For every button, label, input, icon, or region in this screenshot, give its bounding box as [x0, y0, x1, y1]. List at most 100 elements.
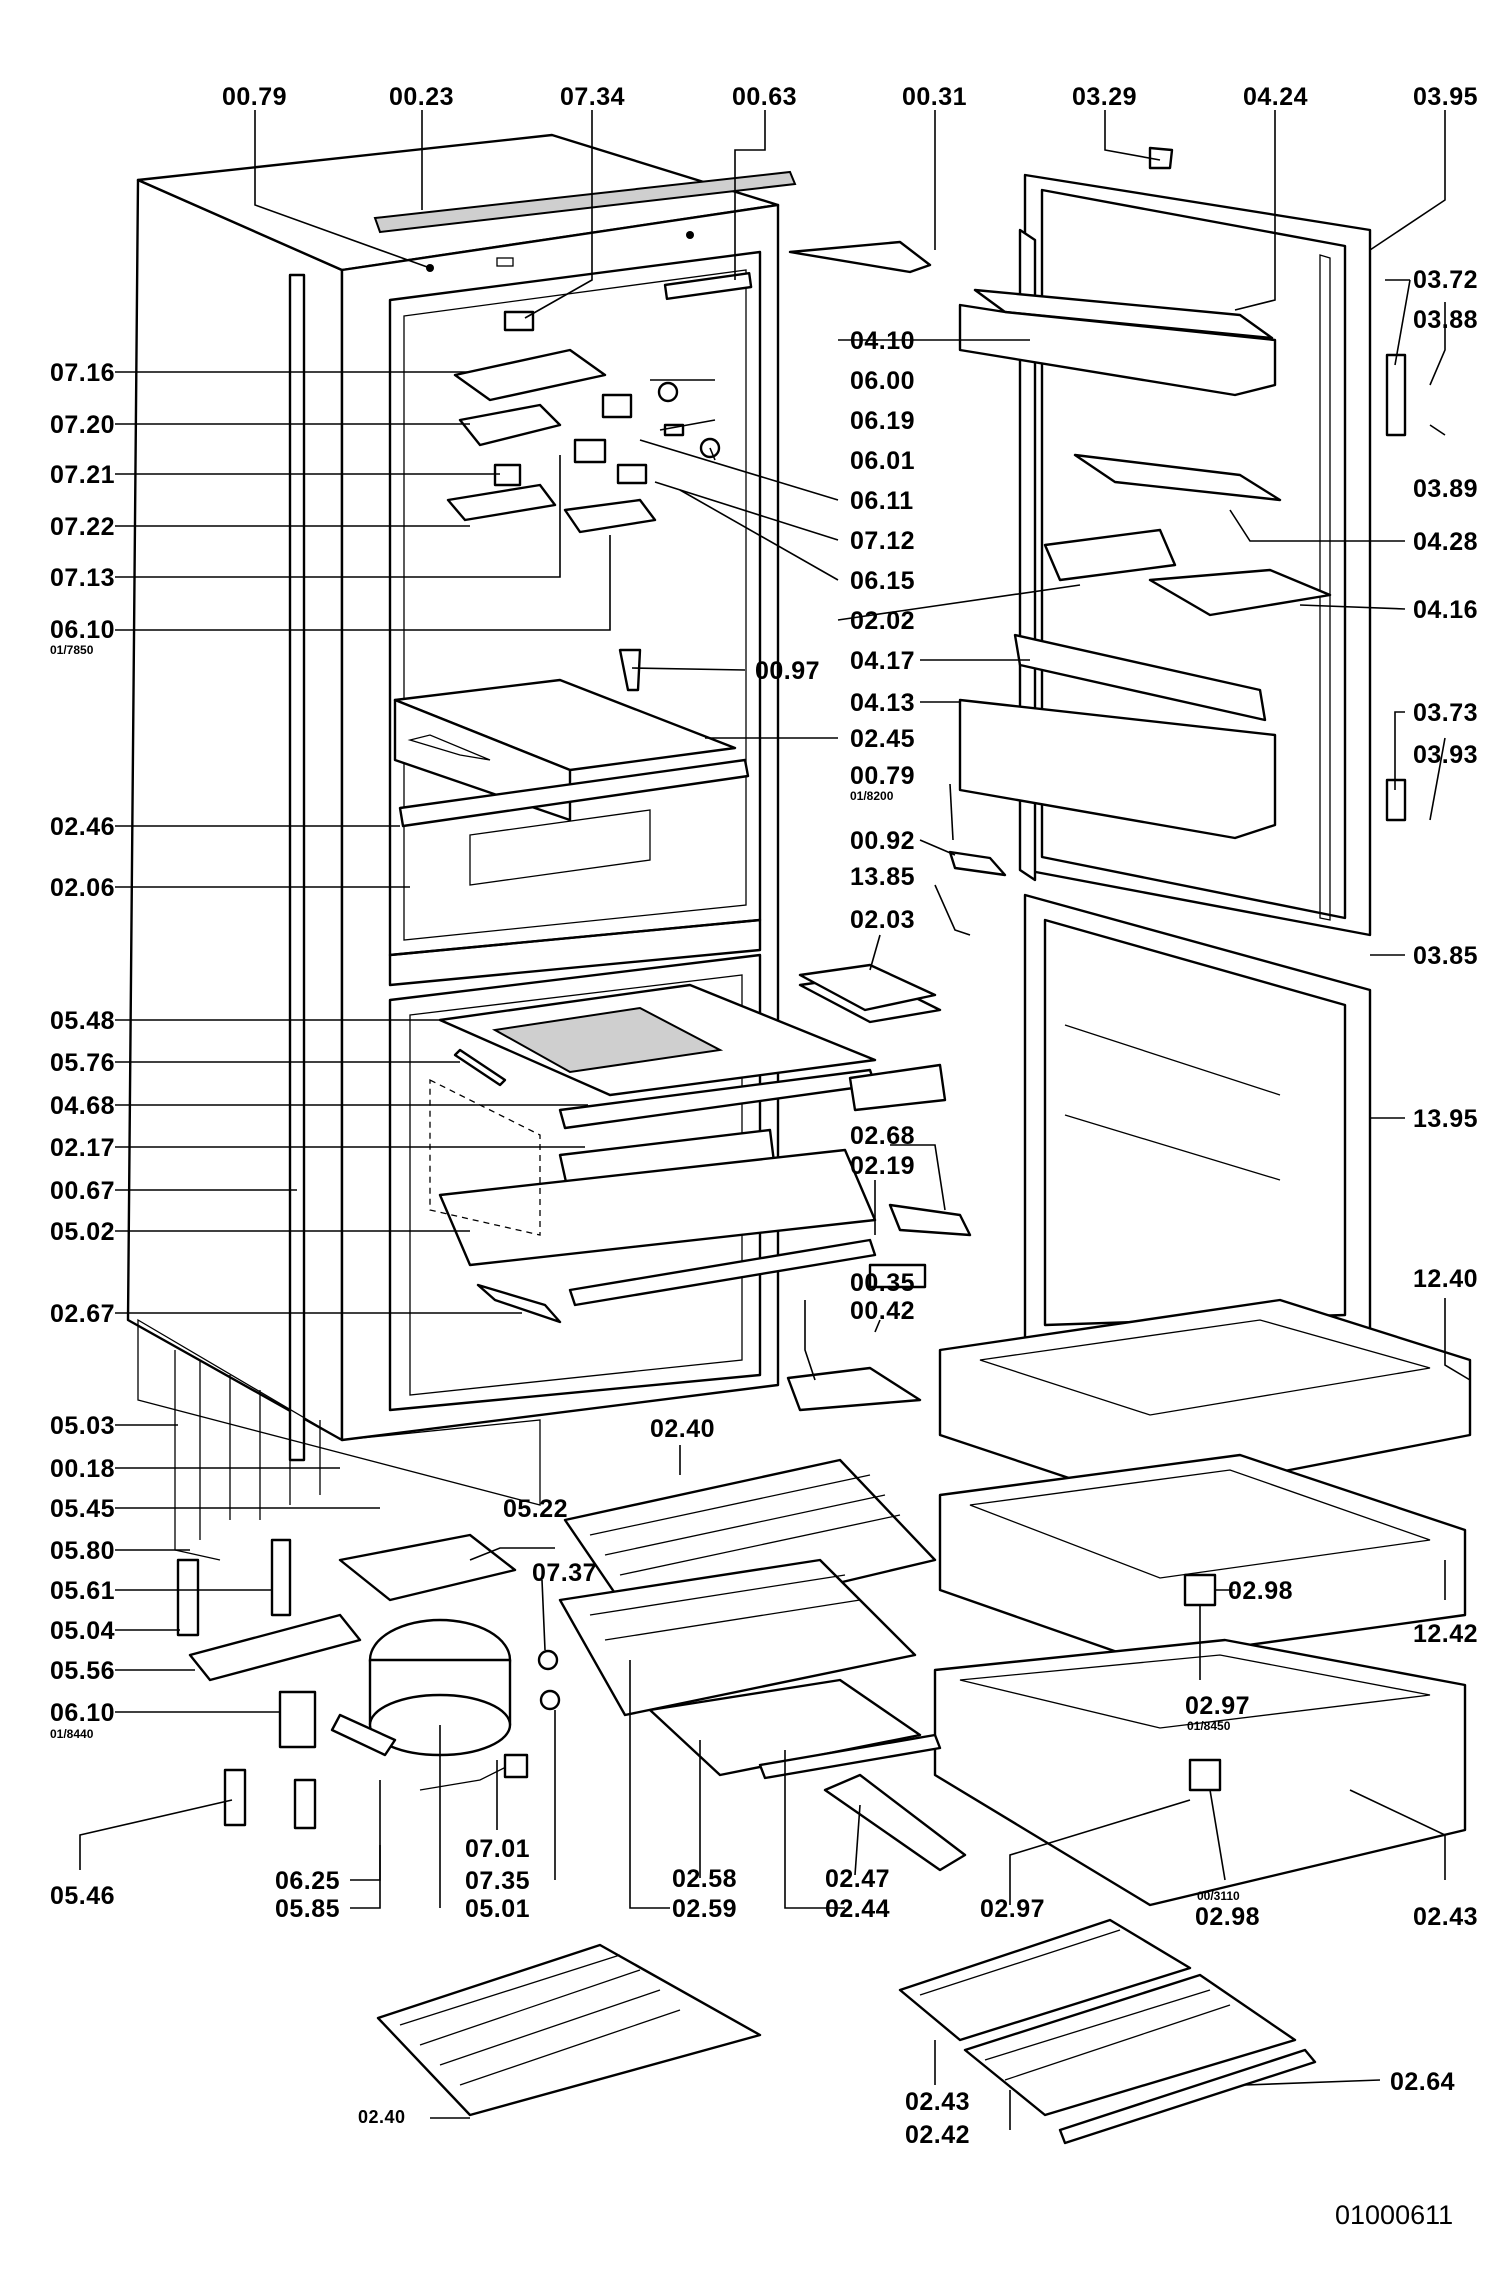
part-label: 02.02 — [850, 607, 915, 635]
part-sublabel: 00/3110 — [1197, 1889, 1240, 1903]
part-label: 00.63 — [732, 83, 797, 111]
part-label: 02.17 — [50, 1134, 115, 1162]
part-label: 06.00 — [850, 367, 915, 395]
part-label: 07.22 — [50, 513, 115, 541]
part-label: 00.35 — [850, 1269, 915, 1297]
upper-shelf-tray — [393, 678, 750, 886]
part-label: 02.19 — [850, 1152, 915, 1180]
part-sublabel: 01/8440 — [50, 1727, 94, 1741]
part-label: 02.68 — [850, 1122, 915, 1150]
compressor-area — [137, 1318, 561, 1830]
part-label: 02.64 — [1390, 2068, 1455, 2096]
part-label: 02.06 — [50, 874, 115, 902]
part-label: 07.20 — [50, 411, 115, 439]
part-label: 00.79 — [850, 762, 915, 790]
part-label: 05.01 — [465, 1895, 530, 1923]
part-label: 02.97 — [1185, 1692, 1250, 1720]
part-label: 06.19 — [850, 407, 915, 435]
part-label: 05.03 — [50, 1412, 115, 1440]
part-label: 03.93 — [1413, 741, 1478, 769]
part-sublabel: 01/7850 — [50, 643, 94, 657]
cabinet — [126, 133, 797, 1462]
part-label: 05.76 — [50, 1049, 115, 1077]
part-label: 13.95 — [1413, 1105, 1478, 1133]
part-label: 12.42 — [1413, 1620, 1478, 1648]
part-label: 05.56 — [50, 1657, 115, 1685]
part-label: 03.29 — [1072, 83, 1137, 111]
part-labels: 00.79 00.23 07.34 00.63 00.31 03.29 04.2… — [50, 83, 1478, 2230]
part-sublabel: 01/8450 — [1187, 1719, 1231, 1733]
part-label: 00.18 — [50, 1455, 115, 1483]
part-label: 06.11 — [850, 487, 914, 515]
part-label: 04.17 — [850, 647, 915, 675]
part-label: 04.24 — [1243, 83, 1308, 111]
part-label: 00.92 — [850, 827, 915, 855]
leader-lines — [79, 110, 1471, 2130]
part-label: 06.15 — [850, 567, 915, 595]
part-label: 03.72 — [1413, 266, 1478, 294]
part-label: 02.43 — [1413, 1903, 1478, 1931]
part-label: 07.34 — [560, 83, 625, 111]
part-label: 03.85 — [1413, 942, 1478, 970]
freezer-parts — [429, 973, 972, 1324]
part-label: 05.02 — [50, 1218, 115, 1246]
part-label: 06.01 — [850, 447, 915, 475]
part-label: 02.42 — [905, 2121, 970, 2149]
part-label: 02.98 — [1228, 1577, 1293, 1605]
part-label: 07.13 — [50, 564, 115, 592]
part-label: 02.45 — [850, 725, 915, 753]
part-label: 02.43 — [905, 2088, 970, 2116]
part-label: 03.95 — [1413, 83, 1478, 111]
part-label: 06.10 — [50, 1699, 115, 1727]
document-number: 01000611 — [1335, 2200, 1453, 2230]
part-label: 13.85 — [850, 863, 915, 891]
part-label: 02.59 — [672, 1895, 737, 1923]
part-label: 03.88 — [1413, 306, 1478, 334]
part-label: 00.23 — [389, 83, 454, 111]
part-label: 06.25 — [275, 1867, 340, 1895]
part-sublabel: 01/8200 — [850, 789, 894, 803]
part-label: 04.28 — [1413, 528, 1478, 556]
part-label: 04.10 — [850, 327, 915, 355]
bottom-shelves — [376, 1918, 1317, 2145]
part-label: 05.04 — [50, 1617, 115, 1645]
part-label: 04.13 — [850, 689, 915, 717]
part-label: 00.31 — [902, 83, 967, 111]
part-label: 05.45 — [50, 1495, 115, 1523]
part-label: 03.73 — [1413, 699, 1478, 727]
part-label: 02.47 — [825, 1865, 890, 1893]
part-label: 05.80 — [50, 1537, 115, 1565]
part-label: 02.40 — [358, 2107, 406, 2127]
part-label: 12.40 — [1413, 1265, 1478, 1293]
part-label: 07.35 — [465, 1867, 530, 1895]
part-label: 05.22 — [503, 1495, 568, 1523]
control-parts — [446, 348, 721, 692]
part-label: 02.67 — [50, 1300, 115, 1328]
part-label: 02.40 — [650, 1415, 715, 1443]
part-label: 04.68 — [50, 1092, 115, 1120]
part-label: 02.46 — [50, 813, 115, 841]
part-label: 07.01 — [465, 1835, 530, 1863]
part-label: 07.21 — [50, 461, 115, 489]
part-label: 02.03 — [850, 906, 915, 934]
door-upper — [788, 146, 1407, 937]
part-label: 07.16 — [50, 359, 115, 387]
part-label: 07.37 — [532, 1559, 597, 1587]
part-label: 02.58 — [672, 1865, 737, 1893]
part-label: 03.89 — [1413, 475, 1478, 503]
part-label: 02.97 — [980, 1895, 1045, 1923]
part-label: 05.48 — [50, 1007, 115, 1035]
part-label: 00.97 — [755, 657, 820, 685]
part-label: 00.42 — [850, 1297, 915, 1325]
part-label: 05.46 — [50, 1882, 115, 1910]
part-label: 02.44 — [825, 1895, 890, 1923]
part-label: 04.16 — [1413, 596, 1478, 624]
part-label: 00.67 — [50, 1177, 115, 1205]
part-label: 02.98 — [1195, 1903, 1260, 1931]
part-label: 05.85 — [275, 1895, 340, 1923]
part-label: 06.10 — [50, 616, 115, 644]
part-label: 00.79 — [222, 83, 287, 111]
part-label: 05.61 — [50, 1577, 115, 1605]
part-label: 07.12 — [850, 527, 915, 555]
